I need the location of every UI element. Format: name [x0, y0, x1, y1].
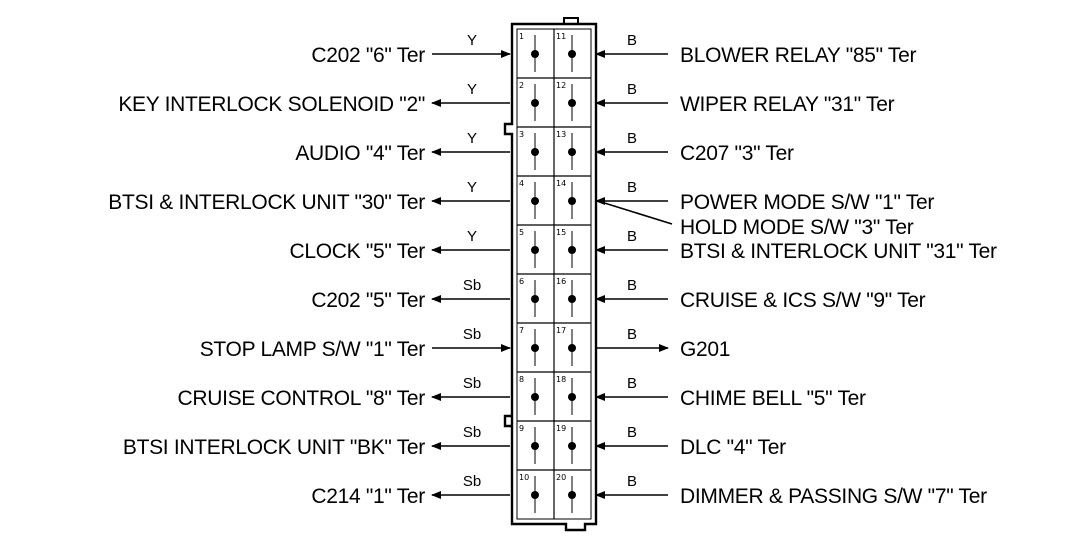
pin-dot: [568, 50, 576, 58]
pin-dot: [568, 99, 576, 107]
left-terminal-label: STOP LAMP S/W "1" Ter: [200, 338, 426, 361]
pin-number: 15: [556, 228, 566, 237]
pin-dot: [568, 197, 576, 205]
pin-number: 11: [556, 32, 566, 41]
wire-color-label: Y: [467, 228, 477, 245]
pin-dot: [531, 491, 539, 499]
wire-color-label: B: [627, 375, 637, 392]
pin-number: 19: [556, 424, 566, 433]
wire-color-label: Sb: [463, 473, 481, 490]
wire-color-label: Y: [467, 130, 477, 147]
right-terminal-label: CHIME BELL "5" Ter: [680, 387, 866, 410]
pin-number: 3: [519, 130, 524, 139]
right-terminal-label: BLOWER RELAY "85" Ter: [680, 44, 917, 67]
pin-dot: [531, 99, 539, 107]
hold-mode-label: HOLD MODE S/W "3" Ter: [680, 216, 914, 239]
wire-color-label: Sb: [463, 424, 481, 441]
pin-number: 1: [519, 32, 524, 41]
pin-number: 20: [556, 473, 566, 482]
pin-dot: [531, 295, 539, 303]
left-terminal-label: C202 "5" Ter: [311, 289, 425, 312]
pin-dot: [568, 148, 576, 156]
left-terminal-label: BTSI & INTERLOCK UNIT "30" Ter: [108, 191, 425, 214]
wire-color-label: Y: [467, 179, 477, 196]
right-terminal-label: CRUISE & ICS S/W "9" Ter: [680, 289, 926, 312]
wire-color-label: Y: [467, 81, 477, 98]
wire-color-label: B: [627, 228, 637, 245]
row-dividers: [517, 77, 591, 471]
wire-color-label: B: [627, 130, 637, 147]
wire-color-label: Sb: [463, 277, 481, 294]
pin-dot: [531, 246, 539, 254]
pin-number: 17: [556, 326, 566, 335]
pin-dot: [568, 491, 576, 499]
wire-color-label: B: [627, 32, 637, 49]
wire-color-label: Sb: [463, 326, 481, 343]
pin-dot: [531, 442, 539, 450]
hold-mode-leader: [597, 200, 673, 225]
pin-dot: [531, 148, 539, 156]
wire-color-label: Y: [467, 32, 477, 49]
left-terminal-label: BTSI INTERLOCK UNIT "BK" Ter: [123, 436, 425, 459]
pin-dot: [568, 344, 576, 352]
wire-color-label: B: [627, 179, 637, 196]
pin-number: 13: [556, 130, 566, 139]
pin-dot: [568, 393, 576, 401]
pin-number: 7: [519, 326, 524, 335]
pin-dot: [531, 50, 539, 58]
pin-dot: [531, 393, 539, 401]
pin-number: 16: [556, 277, 566, 286]
wire-color-label: B: [627, 326, 637, 343]
pin-number: 4: [519, 179, 524, 188]
pin-number: 6: [519, 277, 524, 286]
pin-number: 14: [556, 179, 566, 188]
right-terminal-label: WIPER RELAY "31" Ter: [680, 93, 895, 116]
right-terminal-label: C207 "3" Ter: [680, 142, 794, 165]
wire-color-label: B: [627, 473, 637, 490]
left-terminal-label: AUDIO "4" Ter: [295, 142, 425, 165]
left-terminal-label: C214 "1" Ter: [311, 485, 425, 508]
right-terminal-label: BTSI & INTERLOCK UNIT "31" Ter: [680, 240, 997, 263]
left-terminal-label: CRUISE CONTROL "8" Ter: [177, 387, 425, 410]
pin-number: 12: [556, 81, 566, 90]
pin-dot: [568, 442, 576, 450]
right-terminal-label: DLC "4" Ter: [680, 436, 786, 459]
right-terminal-label: G201: [680, 338, 730, 361]
pin-number: 8: [519, 375, 524, 384]
left-terminal-label: KEY INTERLOCK SOLENOID "2": [118, 93, 425, 116]
pin-dot: [568, 295, 576, 303]
pin-number: 2: [519, 81, 524, 90]
pin-number: 9: [519, 424, 524, 433]
wire-color-label: B: [627, 277, 637, 294]
left-terminal-label: CLOCK "5" Ter: [289, 240, 425, 263]
pin-dot: [568, 246, 576, 254]
wire-color-label: Sb: [463, 375, 481, 392]
right-terminal-label: DIMMER & PASSING S/W "7" Ter: [680, 485, 987, 508]
pin-dot: [531, 344, 539, 352]
pin-number: 18: [556, 375, 566, 384]
right-terminal-label: POWER MODE S/W "1" Ter: [680, 191, 934, 214]
wire-color-label: B: [627, 424, 637, 441]
pin-dot: [531, 197, 539, 205]
pin-number: 10: [519, 473, 529, 482]
wire-color-label: B: [627, 81, 637, 98]
pin-number: 5: [519, 228, 524, 237]
left-terminal-label: C202 "6" Ter: [311, 44, 425, 67]
